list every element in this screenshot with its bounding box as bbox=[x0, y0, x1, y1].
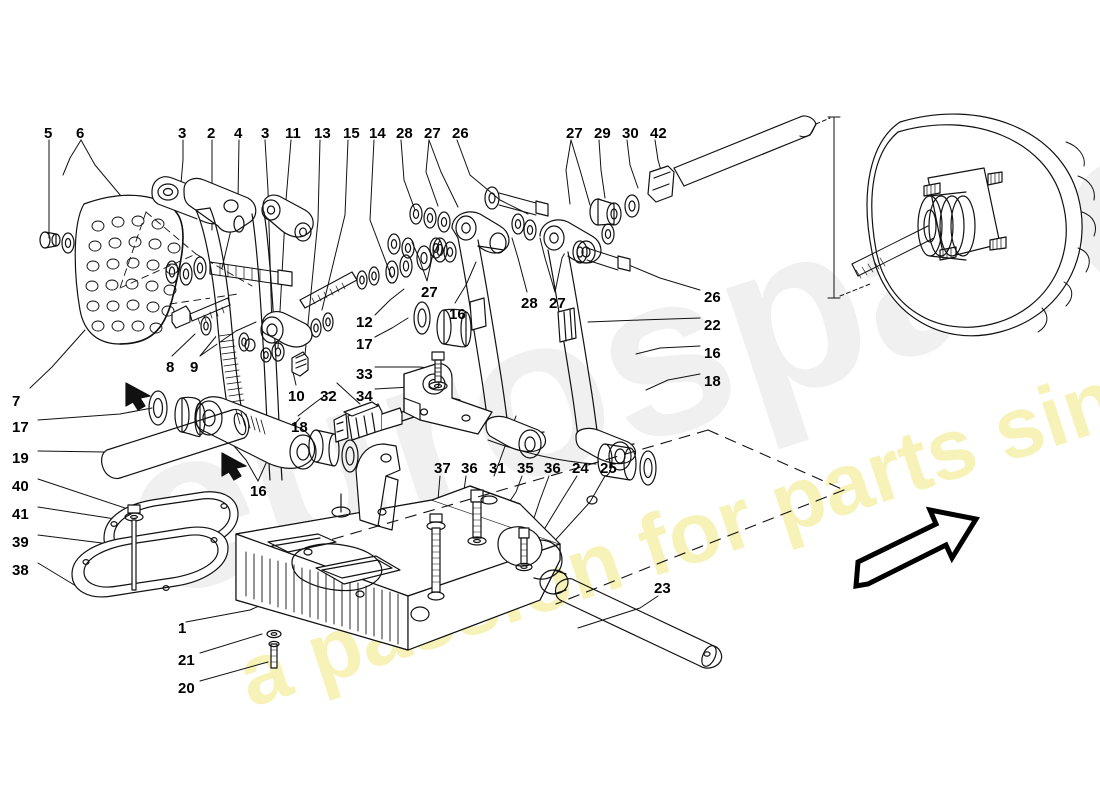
callout-11: 11 bbox=[285, 125, 301, 142]
callout-16: 16 bbox=[449, 306, 466, 323]
callout-15: 15 bbox=[343, 125, 360, 142]
box-top-studs bbox=[331, 493, 498, 518]
callout-24: 24 bbox=[572, 460, 589, 477]
callout-5: 5 bbox=[44, 125, 53, 142]
callout-35: 35 bbox=[517, 460, 534, 477]
callout-16: 16 bbox=[704, 345, 721, 362]
callout-3: 3 bbox=[261, 125, 270, 142]
callout-16: 16 bbox=[250, 483, 267, 500]
bolt-37-group bbox=[426, 513, 446, 601]
callout-23: 23 bbox=[654, 580, 671, 597]
linkage-rod-group bbox=[244, 237, 448, 377]
callout-21: 21 bbox=[178, 652, 195, 669]
dimension-bracket bbox=[815, 116, 871, 299]
callout-26: 26 bbox=[452, 125, 469, 142]
callout-30: 30 bbox=[622, 125, 639, 142]
callout-27: 27 bbox=[421, 284, 438, 301]
bolt-33-washer-34-group bbox=[428, 351, 448, 391]
callout-28: 28 bbox=[521, 295, 538, 312]
callout-32: 32 bbox=[320, 388, 337, 405]
callout-3: 3 bbox=[178, 125, 187, 142]
dashed-guide-chevron bbox=[329, 429, 845, 605]
bolt-35-36-group bbox=[467, 489, 487, 546]
callout-37: 37 bbox=[434, 460, 451, 477]
callout-28: 28 bbox=[396, 125, 413, 142]
callout-34: 34 bbox=[356, 388, 373, 405]
callout-20: 20 bbox=[178, 680, 195, 697]
center-levers-group bbox=[451, 211, 637, 471]
callout-10: 10 bbox=[288, 388, 305, 405]
callout-26: 26 bbox=[704, 289, 721, 306]
callout-39: 39 bbox=[12, 534, 29, 551]
orientation-arrow bbox=[853, 506, 981, 589]
callout-27: 27 bbox=[549, 295, 566, 312]
bushes-right-group bbox=[413, 301, 657, 486]
callout-31: 31 bbox=[489, 460, 506, 477]
brake-switch-group bbox=[333, 403, 415, 443]
switch-bracket-31-group bbox=[343, 363, 493, 435]
vent-louvres bbox=[245, 551, 399, 645]
booster-studs bbox=[923, 171, 1007, 261]
brake-pedal-pad-group bbox=[74, 194, 253, 345]
callout-14: 14 bbox=[369, 125, 386, 142]
callout-7: 7 bbox=[12, 393, 21, 410]
pedal-upper-links-group bbox=[151, 176, 314, 242]
pedal-support-box-group bbox=[235, 485, 598, 651]
callout-25: 25 bbox=[600, 460, 617, 477]
tube-23-group bbox=[554, 578, 723, 669]
callout-6: 6 bbox=[76, 125, 85, 142]
grommet-cover-group bbox=[71, 491, 239, 598]
callout-18: 18 bbox=[291, 419, 308, 436]
fastener-5-6-group bbox=[39, 231, 193, 286]
assembly-direction-marks bbox=[125, 382, 247, 481]
push-rod-top-group bbox=[673, 115, 817, 187]
callout-12: 12 bbox=[356, 314, 373, 331]
screw-20-21-group bbox=[266, 629, 282, 669]
callout-8: 8 bbox=[166, 359, 175, 376]
bolt-24-25-group bbox=[515, 527, 533, 572]
booster-bellows bbox=[917, 191, 976, 261]
washer-9-group bbox=[200, 316, 250, 352]
leader-lines-left bbox=[29, 329, 283, 682]
callout-27: 27 bbox=[424, 125, 441, 142]
pedal-arms-group bbox=[194, 207, 317, 481]
pivot-hardware-group bbox=[387, 165, 675, 272]
callout-9: 9 bbox=[190, 359, 199, 376]
callout-36: 36 bbox=[461, 460, 478, 477]
pad-bolt-group bbox=[193, 256, 293, 287]
callout-40: 40 bbox=[12, 478, 29, 495]
callout-2: 2 bbox=[207, 125, 216, 142]
callout-22: 22 bbox=[704, 317, 721, 334]
callout-4: 4 bbox=[234, 125, 243, 142]
box-upright-bracket bbox=[355, 443, 401, 531]
bushes-left-group bbox=[148, 390, 359, 473]
callout-29: 29 bbox=[594, 125, 611, 142]
callout-36: 36 bbox=[544, 460, 561, 477]
callout-1: 1 bbox=[178, 620, 187, 637]
callout-19: 19 bbox=[12, 450, 29, 467]
callout-38: 38 bbox=[12, 562, 29, 579]
callout-13: 13 bbox=[314, 125, 331, 142]
callout-41: 41 bbox=[12, 506, 29, 523]
callout-27: 27 bbox=[566, 125, 583, 142]
bolt-8-group bbox=[171, 297, 231, 329]
callout-42: 42 bbox=[650, 125, 667, 142]
brake-booster-group bbox=[851, 113, 1096, 337]
callout-17: 17 bbox=[356, 336, 373, 353]
callout-17: 17 bbox=[12, 419, 29, 436]
callout-18: 18 bbox=[704, 373, 721, 390]
callout-33: 33 bbox=[356, 366, 373, 383]
tube-19-group bbox=[101, 408, 250, 480]
